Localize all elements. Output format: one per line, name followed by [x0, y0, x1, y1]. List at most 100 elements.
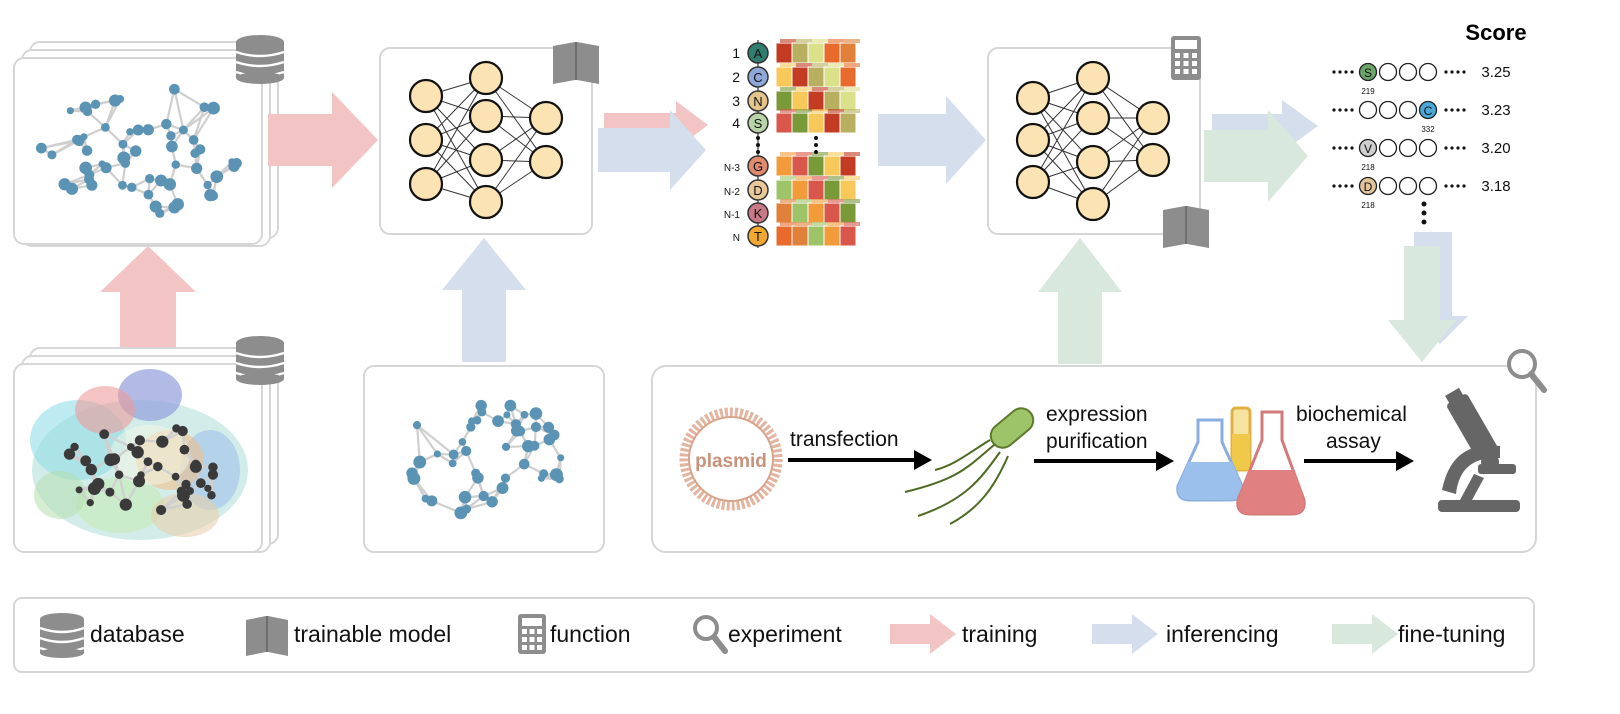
heatmap-cell-top [780, 199, 796, 203]
heatmap-cell [791, 225, 809, 247]
heatmap-cell-top [796, 152, 812, 156]
input-protein-graph [406, 399, 565, 520]
score-dot [1332, 108, 1336, 112]
residue-node [134, 435, 145, 446]
residue-node [204, 484, 212, 492]
score-title: Score [1465, 20, 1526, 45]
nn-neuron [1075, 60, 1111, 96]
heatmap-cell [791, 202, 809, 224]
graph-node [549, 468, 563, 482]
score-position: 332 [1421, 125, 1435, 134]
graph-node [466, 422, 476, 432]
graph-node [161, 118, 172, 130]
residue-node [189, 460, 202, 473]
heatmap-cell [791, 66, 809, 88]
sequence-index: N-1 [724, 210, 741, 221]
fine-tuning-arrow-up [1038, 238, 1122, 364]
heatmap-cell [775, 90, 793, 112]
score-dot [1462, 108, 1466, 112]
fine-tuning-arrow-right [1204, 110, 1308, 202]
heatmap-cell [791, 112, 809, 134]
nn-neuron [1015, 80, 1051, 116]
graph-node [458, 490, 472, 504]
heatmap-cell [791, 90, 809, 112]
legend-calculator-icon [518, 614, 546, 654]
graph-node [47, 150, 57, 160]
residue-letter: D [753, 183, 762, 198]
heatmap-cell-top [796, 63, 812, 67]
heatmap-cell [775, 42, 793, 64]
residue-node [108, 453, 121, 465]
graph-node [188, 135, 199, 145]
nn-neuron [408, 122, 444, 158]
nn-connection [485, 117, 547, 203]
graph-node [500, 473, 511, 483]
fine-tuning-arrow-down [1388, 246, 1456, 362]
graph-node [207, 101, 220, 115]
heatmap-cell [775, 225, 793, 247]
heatmap-cell [839, 66, 857, 88]
nn-neuron [468, 98, 504, 134]
heatmap-cell-top [828, 199, 844, 203]
heatmap-cell [839, 179, 857, 201]
graph-node [426, 495, 438, 507]
score-dot [1344, 146, 1348, 150]
residue-node [182, 499, 192, 509]
heatmap-cell [823, 202, 841, 224]
inferencing-arrow-right [878, 96, 986, 184]
heatmap-cell [791, 179, 809, 201]
heatmap-cell [839, 112, 857, 134]
score-dot [1444, 70, 1448, 74]
residue-node [133, 475, 146, 488]
graph-node [448, 449, 459, 460]
heatmap-cell-top [780, 176, 796, 180]
graph-node [72, 134, 83, 145]
residue-circle [747, 42, 769, 64]
bacterium-icon [904, 407, 1035, 525]
residue-node [186, 486, 194, 495]
heatmap-ellipsis [814, 143, 818, 147]
graph-node [518, 458, 530, 470]
score-position-circle [1398, 138, 1418, 158]
nn-neuron [1075, 186, 1111, 222]
residue-node [70, 442, 79, 452]
graph-edge [182, 106, 206, 131]
score-dot [1332, 70, 1336, 74]
heatmap-cell-top [812, 109, 828, 113]
graph-node [514, 425, 526, 437]
residue-letter: C [753, 70, 762, 85]
graph-edge [173, 88, 185, 131]
heatmap-cell-top [796, 109, 812, 113]
score-position-circle [1378, 176, 1398, 196]
graph-node [203, 180, 212, 190]
graph-node [557, 454, 565, 462]
heatmap-cell-top [828, 63, 844, 67]
database-icon [235, 336, 285, 385]
score-dot [1338, 108, 1342, 112]
heatmap-cell-top [844, 199, 860, 203]
graph-node [118, 180, 127, 190]
heatmap-cell [791, 155, 809, 177]
graph-node [503, 411, 511, 419]
residue-node [179, 444, 190, 455]
residue-node [181, 479, 191, 490]
heatmap-cell [807, 42, 825, 64]
sequence-index: N-3 [724, 163, 741, 174]
heatmap-cell-top [780, 39, 796, 43]
residue-node [207, 469, 219, 480]
score-dot [1462, 70, 1466, 74]
heatmap-cell-top [812, 39, 828, 43]
score-dot [1344, 108, 1348, 112]
graph-node [537, 474, 545, 482]
graph-edge [192, 106, 206, 141]
residue-letter: N [753, 94, 762, 109]
score-dot [1450, 184, 1454, 188]
heatmap-cell-top [844, 222, 860, 226]
heatmap-cell [823, 66, 841, 88]
graph-node [520, 410, 529, 419]
heatmap-cell-top [780, 222, 796, 226]
score-position-circle [1378, 138, 1398, 158]
step-arrow [1034, 451, 1174, 471]
nn-connection [425, 95, 487, 203]
score-position-circle [1418, 138, 1438, 158]
